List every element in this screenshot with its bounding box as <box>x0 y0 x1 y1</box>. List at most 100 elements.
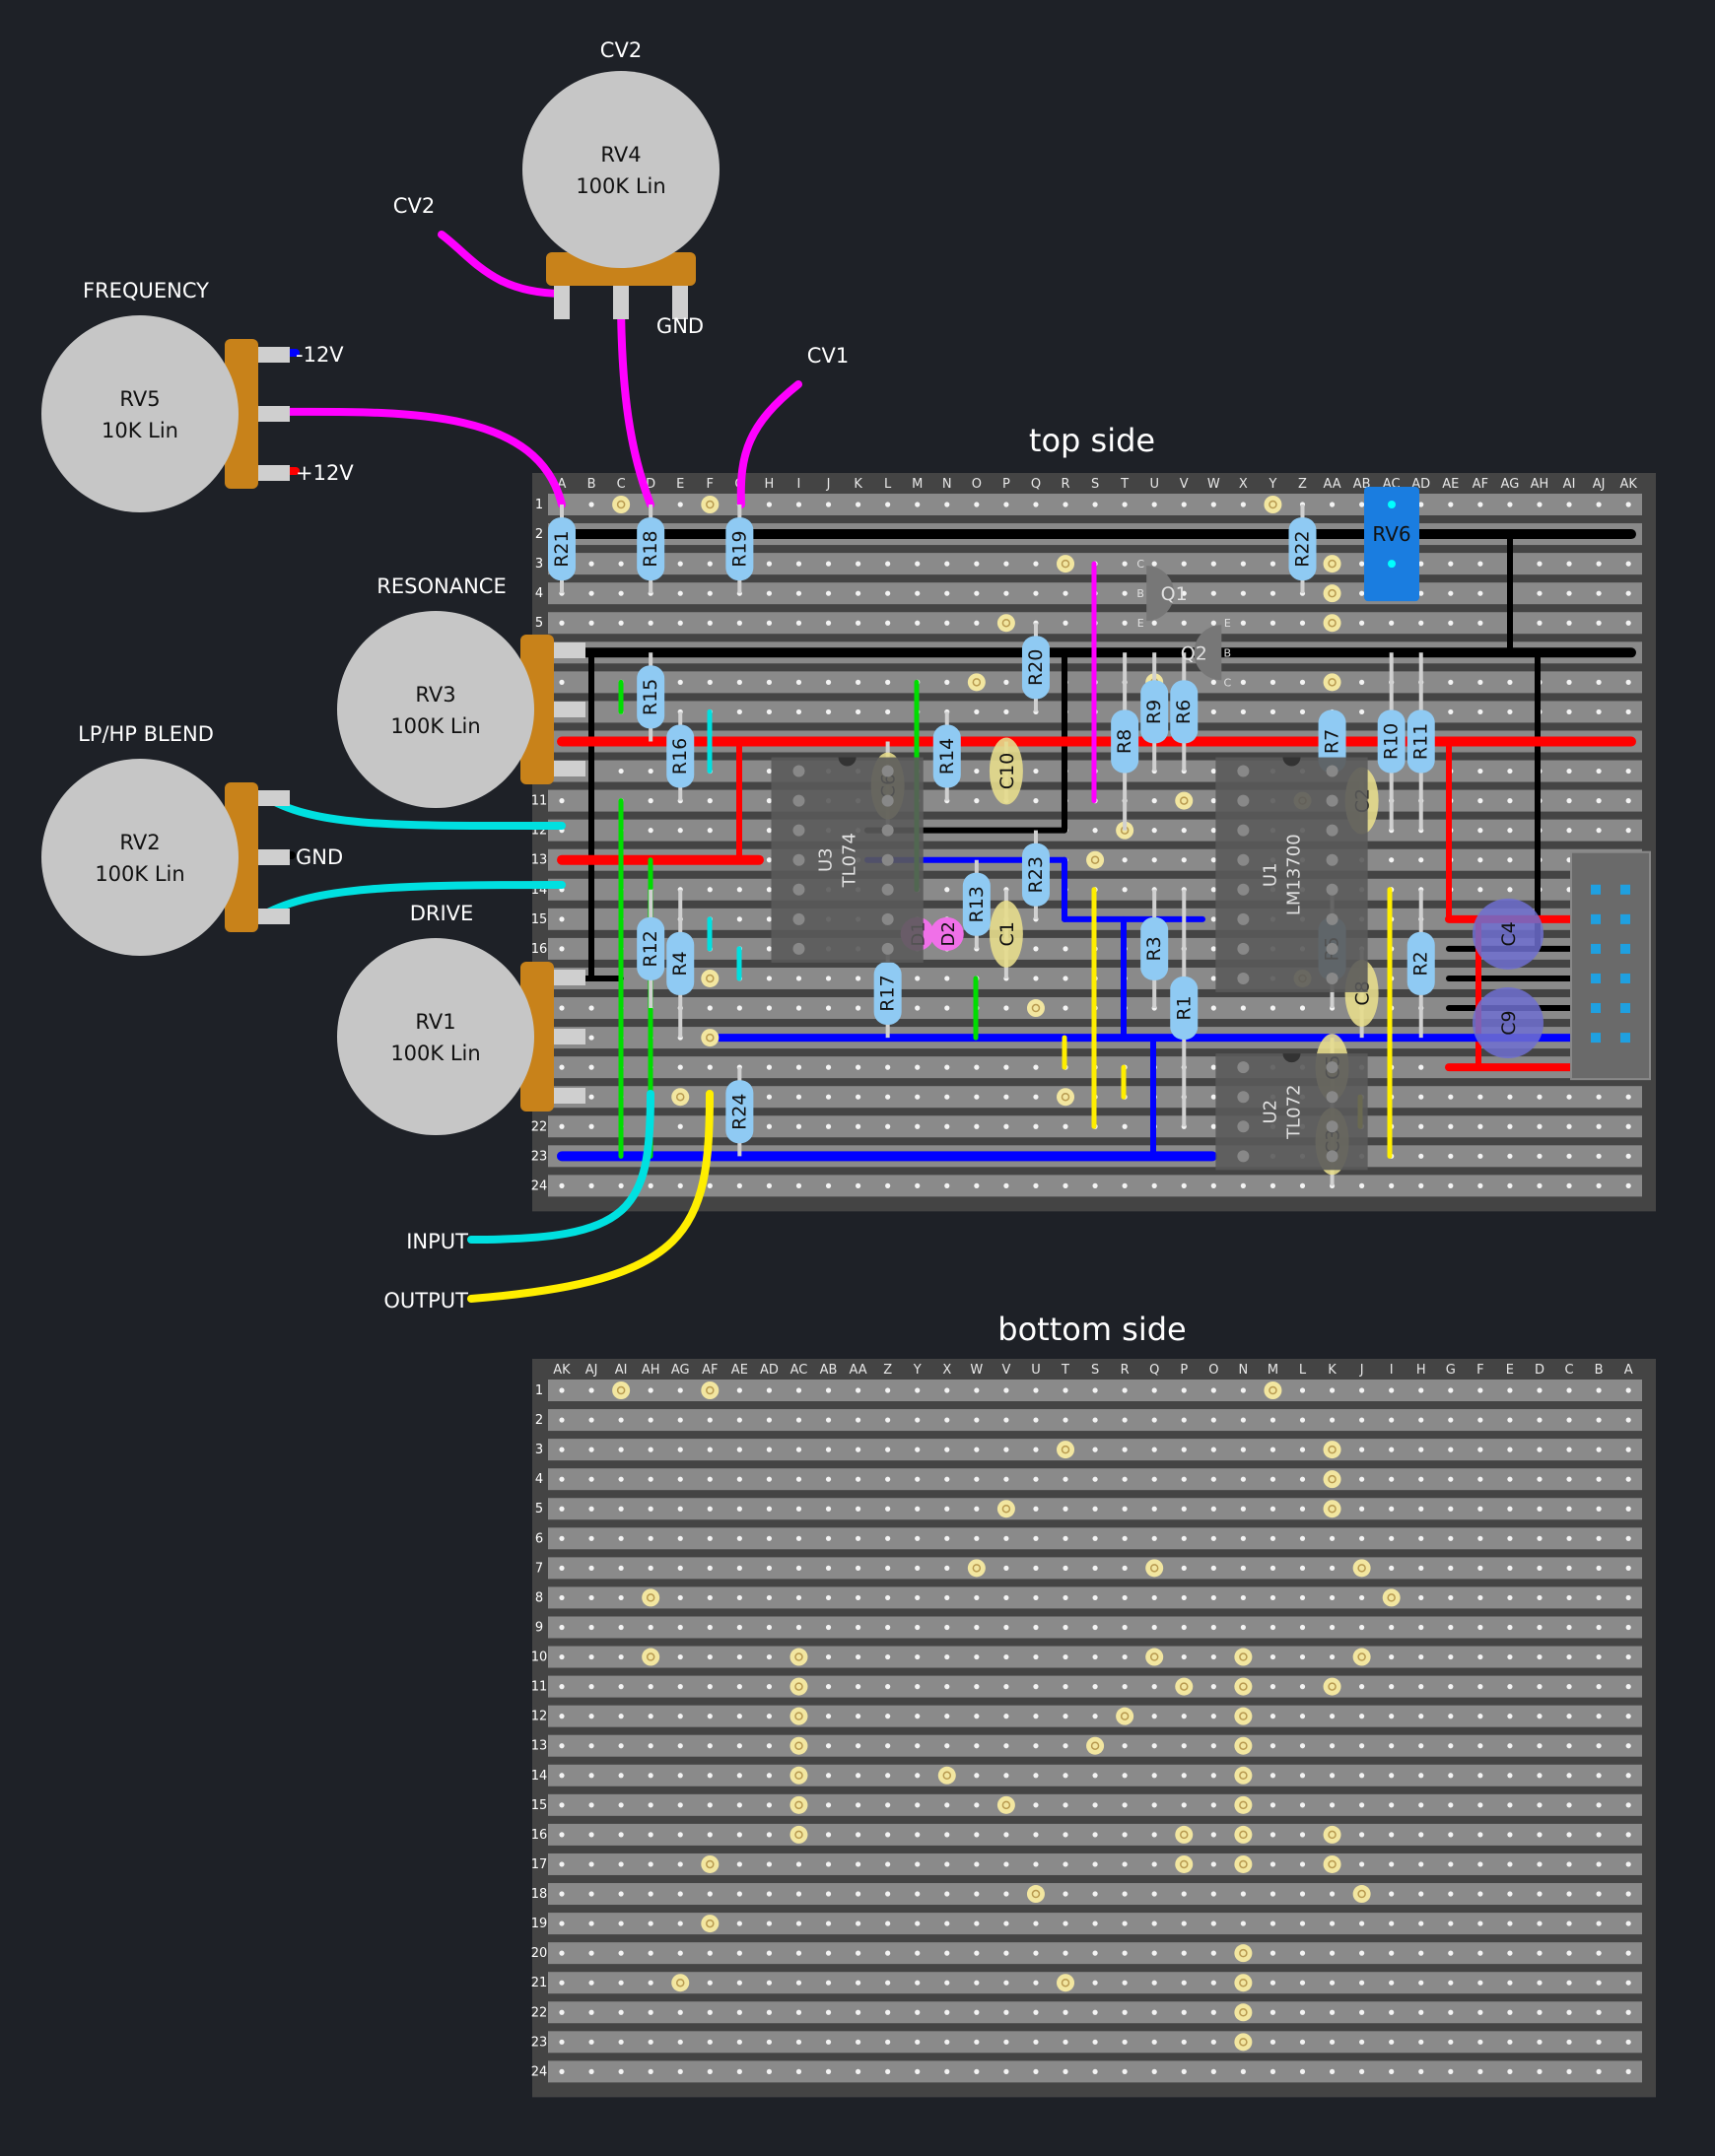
top-hole <box>915 1094 921 1100</box>
bottom-hole <box>1210 1891 1216 1897</box>
bottom-hole <box>588 1714 594 1719</box>
bottom-hole <box>1269 1417 1276 1423</box>
bottom-hole <box>915 1773 921 1779</box>
bottom-hole <box>885 1624 891 1631</box>
bottom-cut-N15 <box>1234 1795 1253 1814</box>
bottom-hole <box>588 1861 594 1867</box>
bottom-hole <box>1596 1624 1602 1631</box>
top-hole <box>677 561 683 567</box>
bottom-cut-AC13 <box>789 1736 808 1755</box>
bottom-hole <box>1033 2039 1039 2045</box>
bottom-hole <box>1181 1891 1187 1897</box>
bottom-hole <box>618 1920 624 1926</box>
bottom-cut-N22 <box>1234 2003 1253 2022</box>
bottom-hole <box>1477 1950 1483 1956</box>
electrolytic-label-C9: C9 <box>1498 1010 1520 1035</box>
wire-label-input: INPUT <box>406 1230 468 1253</box>
bottom-hole <box>1448 1565 1454 1571</box>
top-hole <box>1596 1153 1602 1159</box>
bottom-hole <box>1329 1565 1336 1571</box>
bottom-hole <box>1389 1476 1395 1482</box>
top-hole <box>1210 798 1216 804</box>
bottom-hole <box>1033 1417 1039 1423</box>
top-hole <box>1477 1153 1483 1159</box>
bottom-hole <box>648 1980 653 1986</box>
top-cut-F17-ring <box>706 974 715 983</box>
top-hole <box>1448 1123 1454 1129</box>
top-hole <box>1210 1064 1216 1070</box>
bottom-hole <box>1003 1624 1009 1631</box>
top-hole <box>1033 1123 1039 1129</box>
top-column-label-W: W <box>1207 477 1220 492</box>
top-hole <box>1477 1182 1483 1188</box>
bottom-hole <box>1537 1594 1543 1601</box>
top-hole <box>707 887 713 893</box>
top-hole <box>1596 1123 1602 1129</box>
top-cut-F19-ring <box>706 1033 715 1043</box>
bottom-row-label-23: 23 <box>531 2035 548 2050</box>
bottom-hole <box>1477 1387 1483 1393</box>
bottom-cut-AF19-ring <box>706 1919 715 1928</box>
ic-id-U3: U3 <box>816 847 837 872</box>
bottom-hole <box>1299 1891 1306 1897</box>
bottom-hole <box>648 1506 653 1512</box>
top-hole <box>1122 590 1128 596</box>
top-hole <box>1507 1123 1513 1129</box>
top-hole <box>648 798 653 804</box>
top-hole <box>1269 679 1276 685</box>
bottom-cut-N20 <box>1234 1944 1253 1963</box>
bottom-hole <box>1477 1920 1483 1926</box>
top-hole <box>1566 679 1572 685</box>
bottom-hole <box>1063 1743 1068 1749</box>
ic-pin <box>881 912 894 925</box>
bottom-hole <box>1269 1802 1276 1808</box>
resistor-R14 <box>932 724 961 788</box>
bottom-hole <box>1625 2009 1631 2015</box>
bottom-hole <box>707 2068 713 2074</box>
bottom-cut-S13-ring <box>1090 1741 1100 1750</box>
top-hole <box>1566 708 1572 715</box>
bottom-hole <box>766 1417 773 1423</box>
bottom-hole <box>1359 2039 1365 2045</box>
bottom-hole <box>1537 1535 1543 1541</box>
bottom-hole <box>1151 2009 1157 2015</box>
top-hole <box>1210 1182 1216 1188</box>
top-hole <box>1269 1005 1276 1011</box>
bottom-hole <box>588 1743 594 1749</box>
top-hole <box>885 1094 891 1100</box>
bottom-hole <box>1299 2009 1306 2015</box>
bottom-hole <box>1477 1447 1483 1452</box>
bottom-cut-T3-ring <box>1061 1445 1070 1454</box>
bottom-hole <box>1122 1773 1128 1779</box>
top-hole <box>1448 1153 1454 1159</box>
bottom-hole <box>1477 1624 1483 1631</box>
resistor-R12 <box>637 916 665 980</box>
top-hole <box>795 976 802 981</box>
bottom-hole <box>736 1417 742 1423</box>
bottom-hole <box>1507 1506 1513 1512</box>
output-wire <box>467 1090 714 1303</box>
bottom-cut-Q10-ring <box>1149 1652 1159 1661</box>
bottom-hole <box>648 1802 653 1808</box>
top-hole <box>1418 1094 1424 1100</box>
bottom-hole <box>618 1743 624 1749</box>
bottom-hole <box>1033 2068 1039 2074</box>
bottom-hole <box>1537 1565 1543 1571</box>
top-hole <box>795 1094 802 1100</box>
top-row-label-16: 16 <box>531 942 548 957</box>
bottom-hole <box>1092 2039 1098 2045</box>
bottom-hole <box>825 1506 832 1512</box>
wire-label-cv2: CV2 <box>393 194 435 218</box>
top-cut-AA7 <box>1323 673 1341 692</box>
transistor-Q2 <box>1194 625 1222 681</box>
bottom-hole <box>1122 1653 1128 1660</box>
ic-pin <box>792 794 805 807</box>
top-hole <box>1003 1123 1009 1129</box>
top-hole <box>1448 679 1454 685</box>
bottom-hole <box>1122 1684 1128 1690</box>
bottom-hole <box>1507 1861 1513 1867</box>
top-hole <box>1625 502 1631 507</box>
bottom-column-label-AC: AC <box>790 1363 808 1378</box>
diode-label-D2: D2 <box>938 921 959 946</box>
bottom-hole <box>1122 1624 1128 1631</box>
